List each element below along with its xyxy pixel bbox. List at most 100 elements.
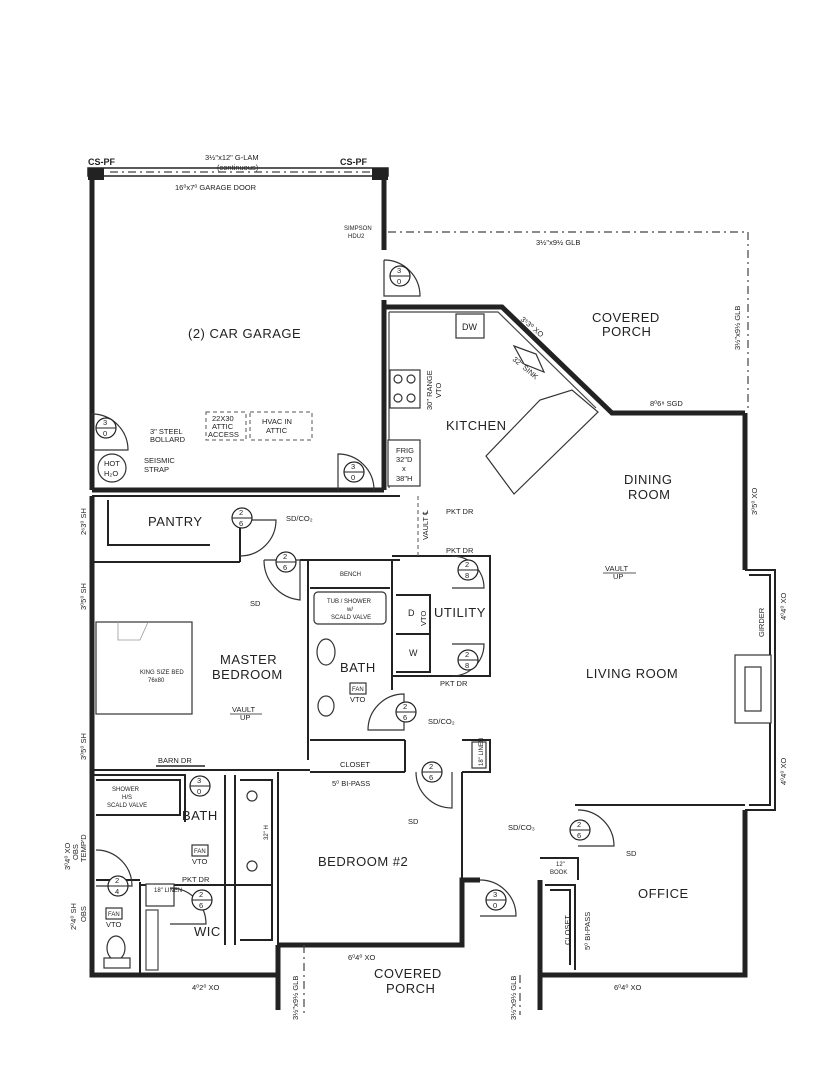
svg-text:0: 0 bbox=[351, 473, 355, 482]
hot-h2o-1: HOT bbox=[104, 459, 120, 468]
fan-2-label: FAN bbox=[194, 849, 206, 855]
door-tag: 26 bbox=[421, 761, 443, 783]
bedroom-2: CLOSET 5⁰ BI-PASS 18" LINEN bbox=[332, 738, 517, 917]
garage-door-swing-3 bbox=[337, 453, 375, 491]
linen-box-1 bbox=[145, 883, 175, 907]
garage-door-swing-2 bbox=[383, 259, 421, 297]
svg-text:3: 3 bbox=[397, 266, 401, 275]
svg-text:6: 6 bbox=[429, 773, 433, 782]
sd-co2-3: SD/CO₃ bbox=[508, 823, 535, 832]
shower-2: H/S bbox=[122, 795, 132, 801]
xo-living-2: 4⁰4⁰ XO bbox=[779, 758, 788, 785]
fan-1 bbox=[349, 682, 367, 695]
shower-1: SHOWER bbox=[112, 787, 140, 793]
fan-1-label: FAN bbox=[352, 687, 364, 693]
seismic-1: SEISMIC bbox=[144, 456, 175, 465]
sd-3: SD bbox=[626, 849, 637, 858]
fan-1-vto: VTO bbox=[350, 695, 365, 704]
svg-text:0: 0 bbox=[103, 429, 107, 438]
hvac-box bbox=[249, 411, 313, 441]
pkt-dr-4: PKT DR bbox=[182, 875, 210, 884]
simpson-label-2: HDU2 bbox=[348, 234, 365, 240]
sink-master bbox=[317, 695, 335, 717]
room-master-2: BEDROOM bbox=[212, 667, 283, 682]
tub-2: w/ bbox=[346, 607, 353, 613]
svg-text:6: 6 bbox=[403, 713, 407, 722]
sh-left-3: 3⁰5⁰ SH bbox=[79, 733, 88, 760]
glb-right: 3½"x9½ GLB bbox=[733, 306, 742, 350]
bath-door-swing bbox=[367, 693, 405, 731]
pantry-hall: VAULT ℄ PKT DR PKT DR PKT DR PKT DR SD/C… bbox=[182, 507, 637, 884]
seismic-2: STRAP bbox=[144, 465, 169, 474]
door-tag: 26 bbox=[231, 507, 253, 529]
attic-access-1: 22X30 bbox=[212, 414, 234, 423]
room-utility: UTILITY bbox=[434, 605, 486, 620]
xo-bottom-2: 6⁰4⁰ XO bbox=[348, 953, 375, 962]
glb-top: 3½"x9½ GLB bbox=[536, 238, 580, 247]
office-door bbox=[577, 809, 615, 847]
bath-lower-door bbox=[95, 849, 133, 887]
svg-text:2: 2 bbox=[283, 552, 287, 561]
dryer-vto: VTO bbox=[419, 611, 428, 626]
door-tag: 28 bbox=[457, 559, 479, 581]
garage-beam: CS-PF CS-PF 3½"x12" G-LAM (continuous) 1… bbox=[87, 153, 389, 192]
hot-h2o-2: H₂O bbox=[104, 469, 118, 478]
room-covered-porch-top-1: COVERED bbox=[592, 310, 660, 325]
xo-left-1: 3⁰4⁰ XO bbox=[63, 843, 72, 870]
bench-label: BENCH bbox=[340, 572, 361, 578]
toilet-lower bbox=[106, 935, 126, 961]
vault-up-1b: UP bbox=[240, 713, 250, 722]
attic-access-3: ACCESS bbox=[208, 430, 239, 439]
closet-label: CLOSET bbox=[340, 760, 370, 769]
door-tag: 26 bbox=[275, 551, 297, 573]
room-office: OFFICE bbox=[638, 886, 689, 901]
range bbox=[389, 369, 421, 409]
fan-3-vto: VTO bbox=[106, 920, 121, 929]
range-label-1: 30" RANGE bbox=[425, 370, 434, 410]
kitchen-island bbox=[485, 389, 599, 495]
room-covered-porch-top-2: PORCH bbox=[602, 324, 651, 339]
refrigerator bbox=[387, 439, 421, 487]
dryer: D bbox=[408, 608, 415, 618]
dishwasher-label: DW bbox=[462, 322, 477, 332]
xo-bottom-1: 4⁰2⁰ XO bbox=[192, 983, 219, 992]
king-bed bbox=[95, 621, 193, 715]
door-tag: 30 bbox=[485, 889, 507, 911]
linen-2: 18" LINEN bbox=[479, 738, 485, 766]
shower-3: SCALD VALVE bbox=[107, 803, 147, 809]
fan-2 bbox=[191, 844, 209, 857]
svg-text:2: 2 bbox=[239, 508, 243, 517]
linen-1a: 18" LINEN bbox=[154, 888, 182, 894]
bedroom2-door bbox=[415, 771, 453, 809]
room-master-1: MASTER bbox=[220, 652, 277, 667]
xo-bottom-3: 6⁰4⁰ XO bbox=[614, 983, 641, 992]
attic-access-2: ATTIC bbox=[212, 422, 234, 431]
sh-left-2: 3⁰5⁰ SH bbox=[79, 583, 88, 610]
bedroom2-exterior-door bbox=[479, 879, 517, 917]
glam-note: (continuous) bbox=[217, 163, 259, 172]
garage-door-label: 16⁰x7⁰ GARAGE DOOR bbox=[175, 183, 257, 192]
garage-contents: 22X30 ATTIC ACCESS HVAC IN ATTIC 3" STEE… bbox=[91, 259, 421, 491]
vanity-label: 32" H bbox=[264, 825, 270, 840]
room-dining-1: DINING bbox=[624, 472, 673, 487]
fan-3-label: FAN bbox=[108, 912, 120, 918]
attic-access-box bbox=[205, 411, 247, 441]
room-living: LIVING ROOM bbox=[586, 666, 678, 681]
room-dining-2: ROOM bbox=[628, 487, 670, 502]
fan-3 bbox=[105, 907, 123, 920]
room-pantry: PANTRY bbox=[148, 514, 203, 529]
closet-office-2: 5⁰ BI-PASS bbox=[583, 912, 592, 950]
svg-text:4: 4 bbox=[115, 887, 119, 896]
door-tag: 26 bbox=[569, 819, 591, 841]
svg-text:3: 3 bbox=[103, 418, 107, 427]
door-tag: 30 bbox=[389, 265, 411, 287]
xo-living-1: 4⁰4⁰ XO bbox=[779, 593, 788, 620]
svg-text:6: 6 bbox=[283, 563, 287, 572]
svg-text:6: 6 bbox=[239, 519, 243, 528]
covered-porch-outline: 3½"x9½ GLB 3½"x9½ GLB SIMPSON HDU2 bbox=[344, 226, 749, 412]
glam-label: 3½"x12" G-LAM bbox=[205, 153, 259, 162]
tub-1: TUB / SHOWER bbox=[327, 599, 372, 605]
room-bath-lower: BATH bbox=[182, 808, 218, 823]
frig-4: 38"H bbox=[396, 474, 412, 483]
vault-up-2: VAULT bbox=[605, 564, 628, 573]
